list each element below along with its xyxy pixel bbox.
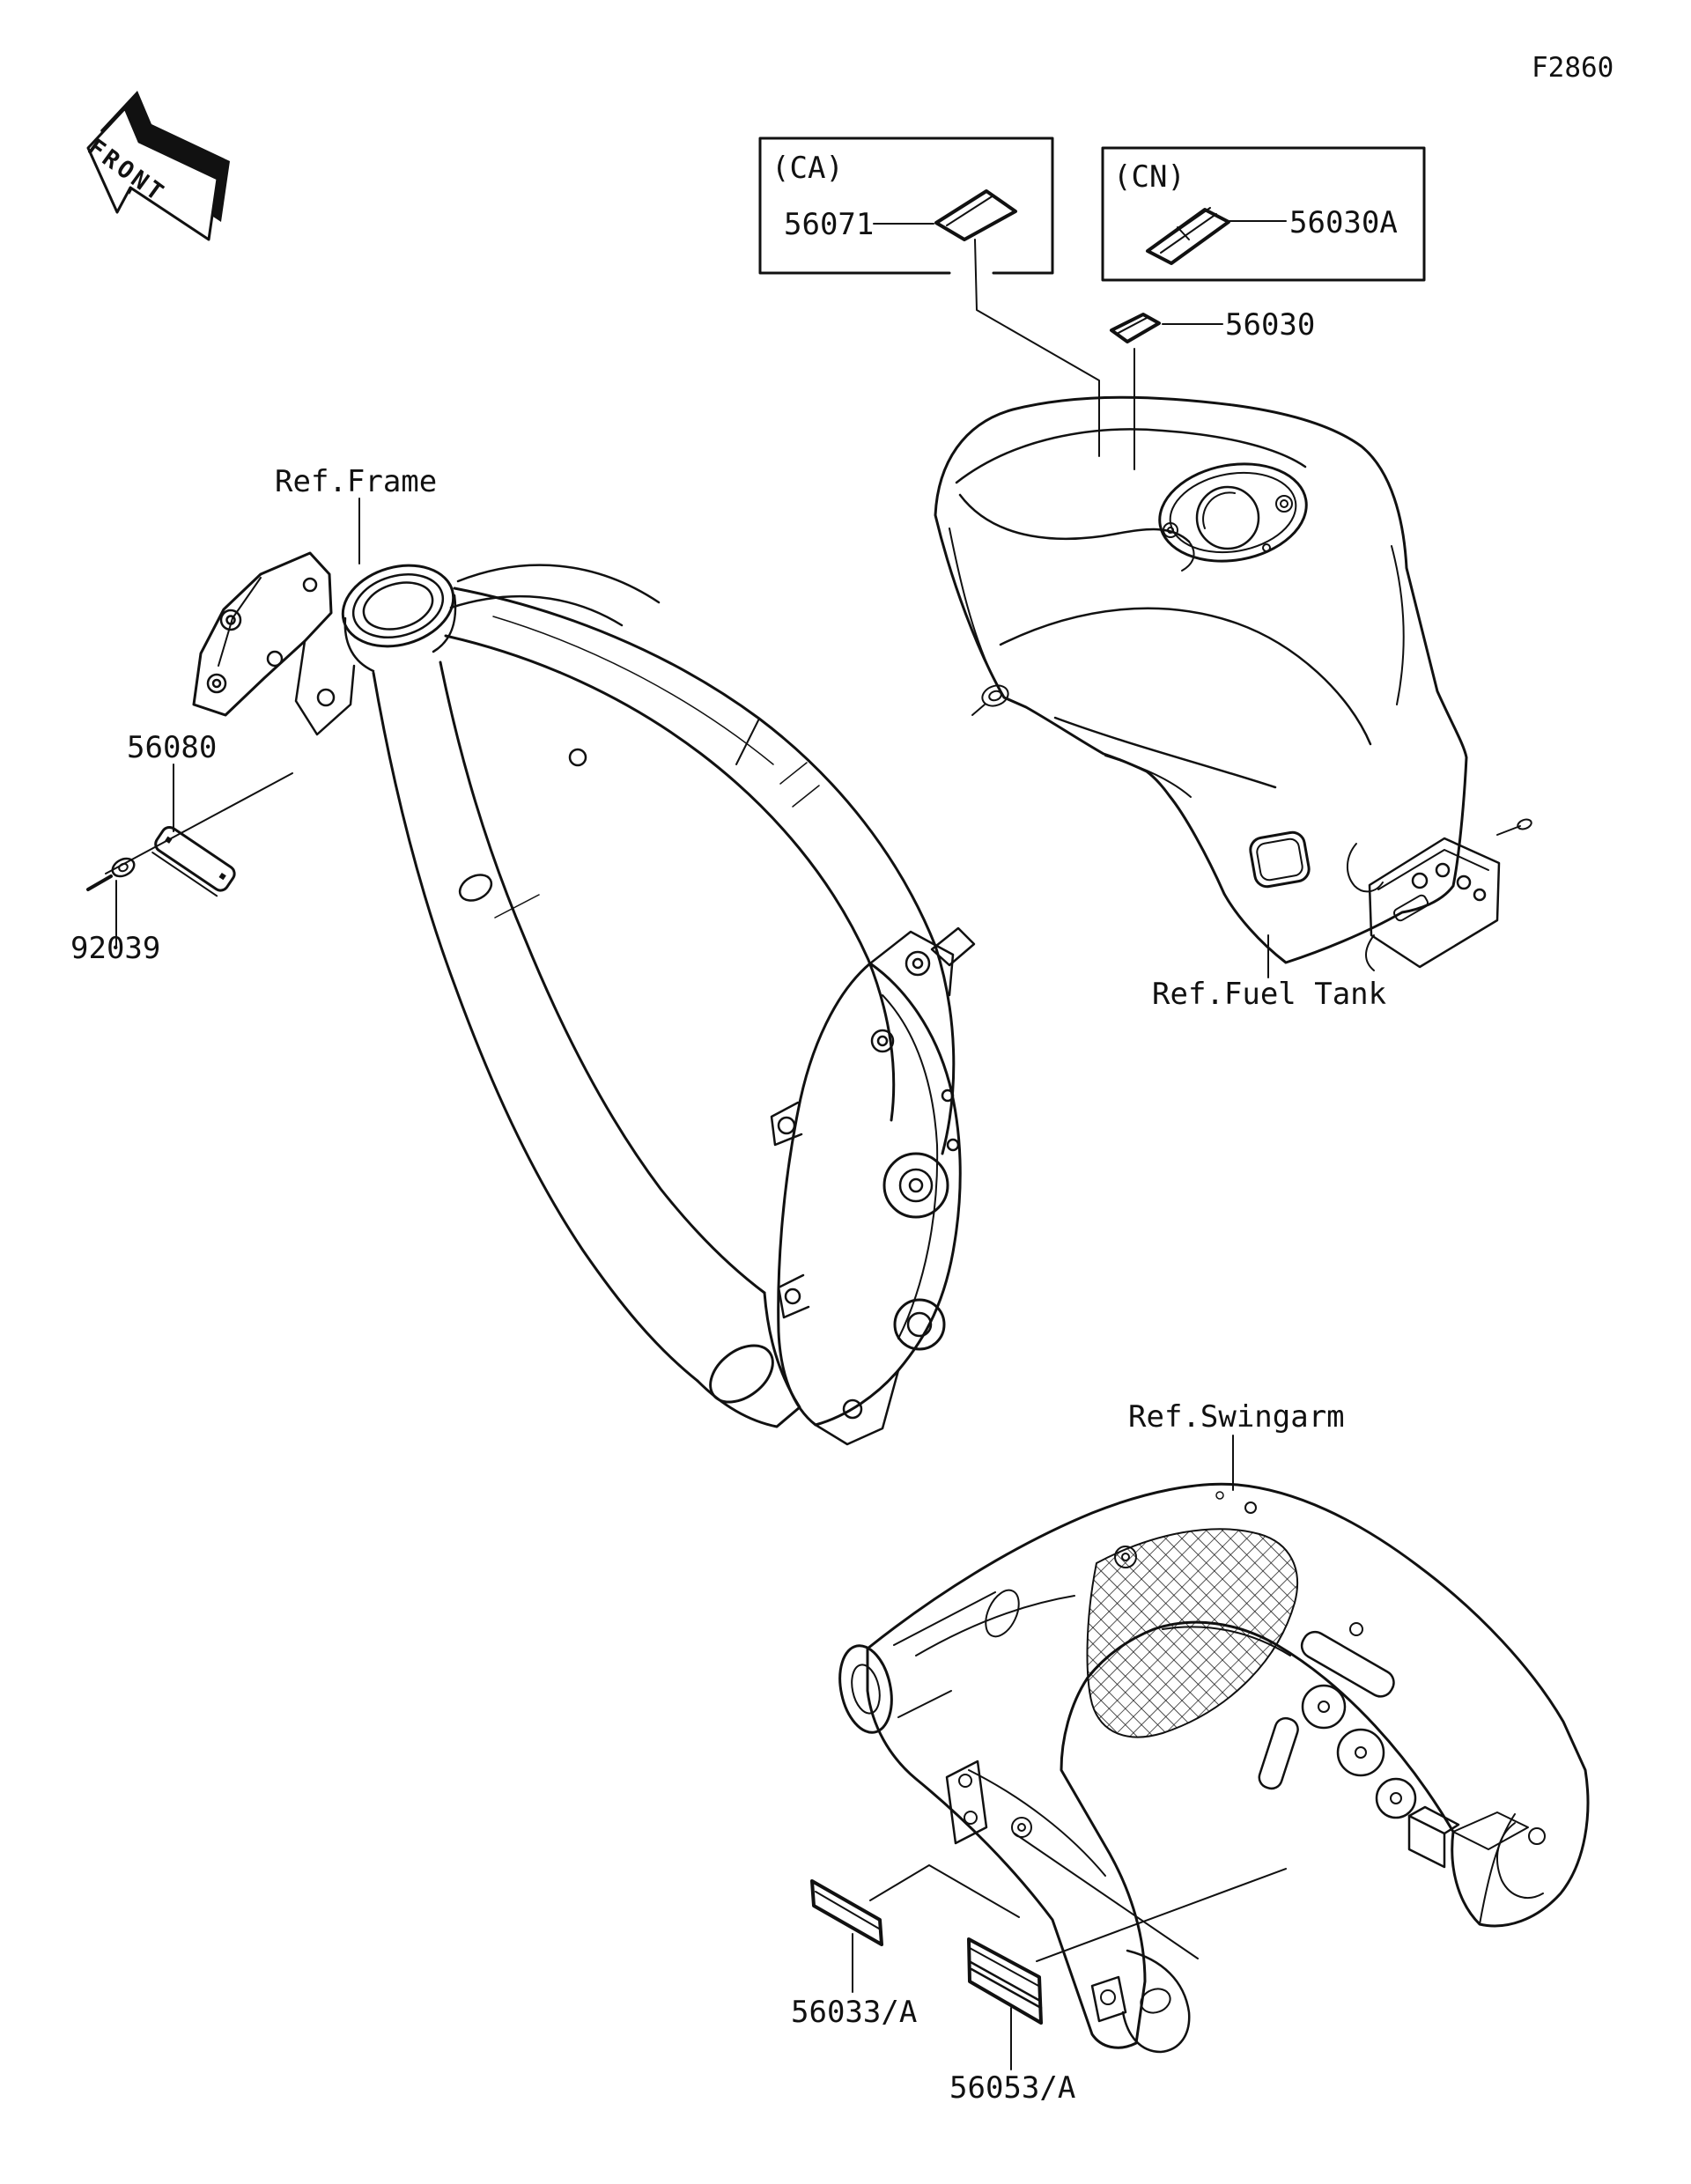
cn-callout-box: [1101, 146, 1426, 282]
ref-fuel-tank-text: Ref.Fuel Tank: [1152, 977, 1387, 1012]
tank-label-56030: [1110, 313, 1223, 470]
swingarm-label-group: [810, 1833, 1287, 2070]
part-number-56033A: 56033/A: [791, 1995, 918, 2030]
part-number-56080: 56080: [127, 730, 218, 765]
part-number-56071: 56071: [784, 207, 875, 242]
figure-code: F2860: [1532, 52, 1614, 84]
front-arrow-icon: [86, 91, 230, 241]
ca-callout-box: [758, 136, 1100, 457]
ref-swingarm-text: Ref.Swingarm: [1128, 1399, 1345, 1435]
ca-box-tag: (CA): [772, 151, 844, 186]
part-number-92039: 92039: [70, 931, 161, 966]
part-number-56030A: 56030A: [1289, 205, 1398, 240]
frame-warning-label-group: [86, 764, 293, 947]
cn-box-tag: (CN): [1113, 159, 1185, 195]
part-number-56053A: 56053/A: [949, 2070, 1076, 2106]
ref-frame-text: Ref.Frame: [275, 464, 438, 499]
frame-drawing: [192, 498, 976, 1446]
fuel-tank-drawing: [934, 395, 1532, 978]
swingarm-drawing: [838, 1435, 1590, 2054]
part-number-56030: 56030: [1225, 307, 1316, 343]
